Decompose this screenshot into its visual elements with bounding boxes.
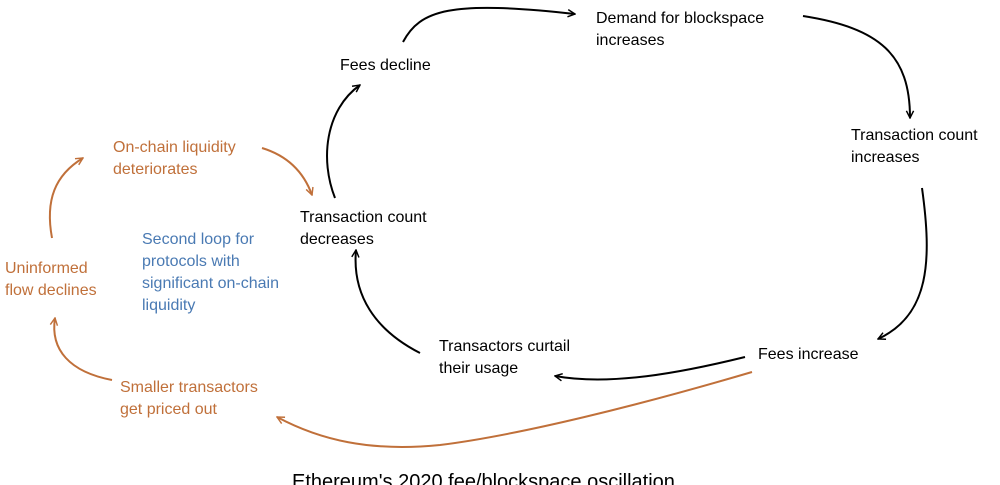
arrow-tx-decrease-to-fees-decline (326, 85, 360, 199)
node-smaller-priced-out: Smaller transactors get priced out (120, 379, 258, 418)
arrow-fees-increase-to-priced-out (277, 371, 753, 448)
node-tx-count-increases: Transaction count increases (851, 127, 978, 166)
arrow-fees-decline-to-demand (402, 6, 575, 43)
diagram-caption: Ethereum's 2020 fee/blockspace oscillati… (292, 471, 675, 485)
second-loop-note: Second loop for protocols with significa… (142, 231, 279, 314)
arrow-priced-out-to-uninformed (54, 318, 113, 381)
arrow-tx-increase-to-fees-increase (878, 187, 928, 339)
node-transactors-curtail: Transactors curtail their usage (439, 338, 570, 377)
node-demand-increases: Demand for blockspace increases (596, 10, 765, 49)
node-liquidity-deteriorates: On-chain liquidity deteriorates (113, 139, 236, 178)
arrow-uninformed-to-liquidity (48, 157, 83, 239)
arrow-liquidity-to-tx-decrease (261, 147, 312, 195)
node-tx-count-decreases: Transaction count decreases (300, 209, 427, 248)
arrow-curtail-to-tx-decrease (356, 250, 421, 354)
node-uninformed-flow: Uninformed flow declines (5, 260, 97, 299)
node-fees-decline: Fees decline (340, 57, 431, 74)
arrow-fees-increase-to-curtail (555, 356, 746, 380)
node-fees-increase: Fees increase (758, 346, 859, 363)
arrow-demand-to-tx-increase (802, 15, 910, 118)
